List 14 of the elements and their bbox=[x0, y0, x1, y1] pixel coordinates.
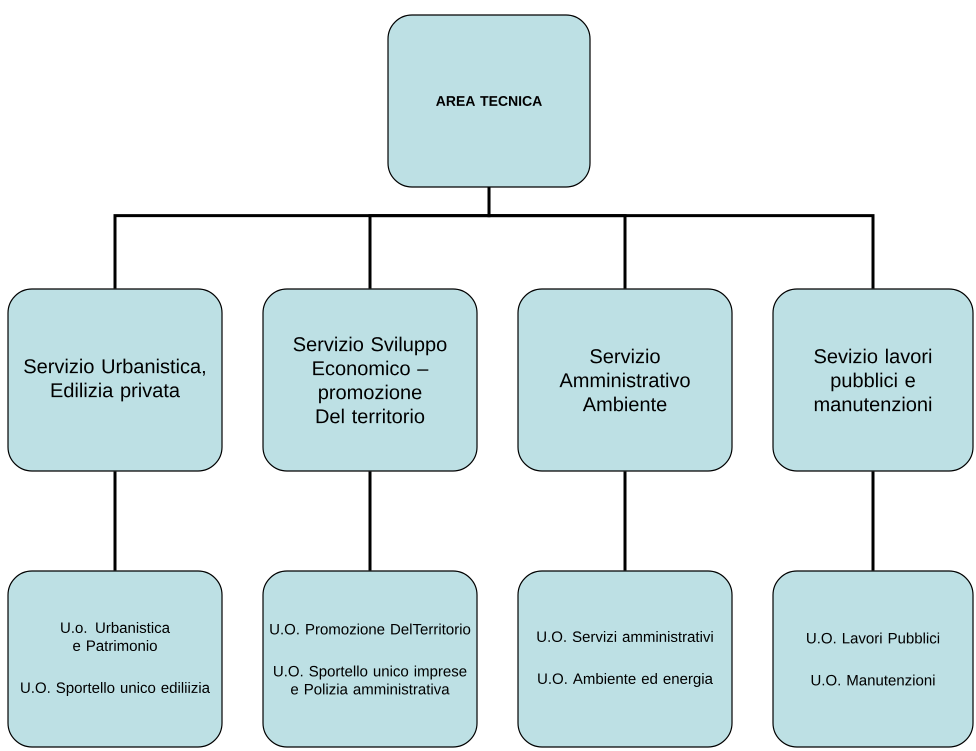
unit-box: U.o. Urbanistica e Patrimonio U.O. Sportello unico ediliizia bbox=[7, 570, 223, 748]
connector-line bbox=[368, 472, 372, 570]
area-box: AREA TECNICA bbox=[387, 14, 591, 188]
service-box: Sevizio lavori pubblici e manutenzioni bbox=[772, 288, 974, 472]
service-box: Servizio Amministrativo Ambiente bbox=[517, 288, 733, 472]
service-box: Servizio Urbanistica, Edilizia privata bbox=[7, 288, 223, 472]
connector-line bbox=[624, 472, 626, 570]
connector-line bbox=[488, 188, 874, 288]
connector-line bbox=[114, 472, 116, 570]
unit-box: U.O. Promozione DelTerritorio U.O. Sportello unico imprese e Polizia amministrativa bbox=[262, 570, 478, 748]
service-box: Servizio Sviluppo Economico – promozione Del territorio bbox=[262, 288, 478, 472]
connector-line bbox=[872, 472, 874, 570]
unit-box: U.O. Servizi amministrativi U.O. Ambiente ed energia bbox=[517, 570, 733, 748]
unit-box: U.O. Lavori Pubblici U.O. Manutenzioni bbox=[772, 570, 974, 748]
